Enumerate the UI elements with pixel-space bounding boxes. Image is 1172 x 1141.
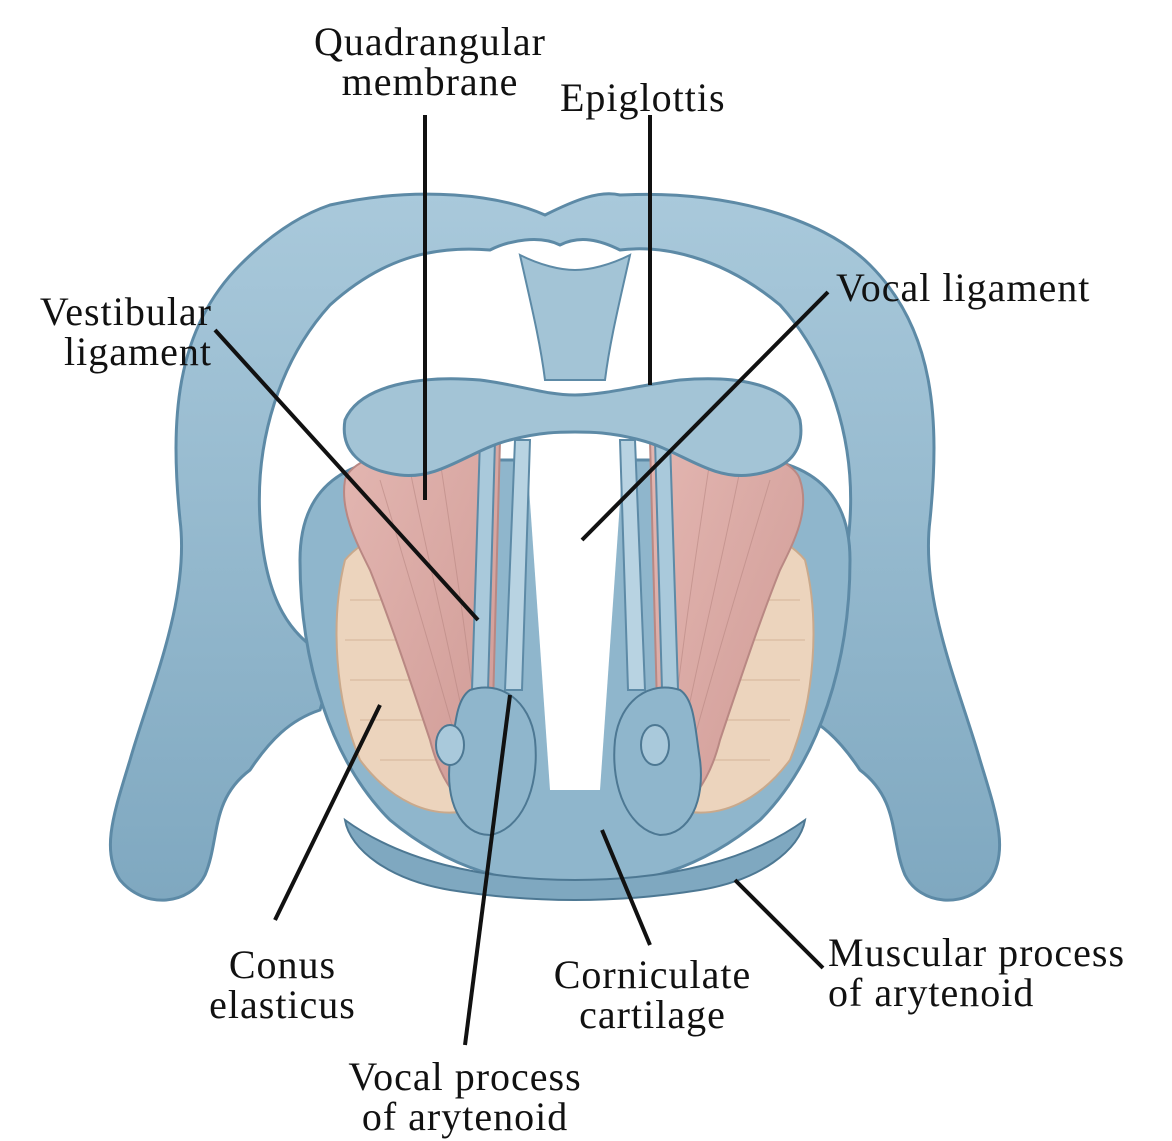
corniculate-cartilage-left <box>436 725 464 765</box>
label-line: Vocal ligament <box>836 268 1090 308</box>
label-vocal-ligament: Vocal ligament <box>836 268 1090 308</box>
label-line: Corniculate <box>525 955 780 995</box>
label-line: Vestibular <box>0 292 212 332</box>
corniculate-cartilage-right <box>641 725 669 765</box>
leader-conus-elasticus <box>275 705 380 920</box>
label-line: Quadrangular <box>285 22 575 62</box>
label-line: Muscular process <box>828 933 1125 973</box>
label-line: cartilage <box>525 995 780 1035</box>
label-conus-elasticus: Conus elasticus <box>185 945 380 1025</box>
label-vocal-process: Vocal process of arytenoid <box>320 1057 610 1137</box>
label-line: Epiglottis <box>560 78 726 118</box>
label-line: of arytenoid <box>828 973 1125 1013</box>
label-line: ligament <box>0 332 212 372</box>
label-muscular-process: Muscular process of arytenoid <box>828 933 1125 1013</box>
label-corniculate-cartilage: Corniculate cartilage <box>525 955 780 1035</box>
label-line: elasticus <box>185 985 380 1025</box>
label-line: of arytenoid <box>320 1097 610 1137</box>
label-line: Conus <box>185 945 380 985</box>
label-vestibular-ligament: Vestibular ligament <box>0 292 212 372</box>
label-line: Vocal process <box>320 1057 610 1097</box>
label-line: membrane <box>285 62 575 102</box>
label-quadrangular-membrane: Quadrangular membrane <box>285 22 575 102</box>
label-epiglottis: Epiglottis <box>560 78 726 118</box>
